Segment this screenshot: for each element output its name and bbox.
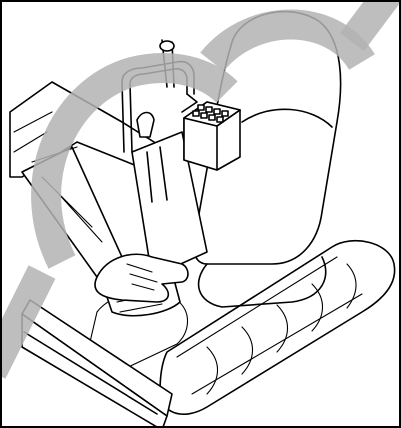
battery-icon bbox=[184, 102, 240, 170]
dozer-blade bbox=[22, 300, 172, 428]
